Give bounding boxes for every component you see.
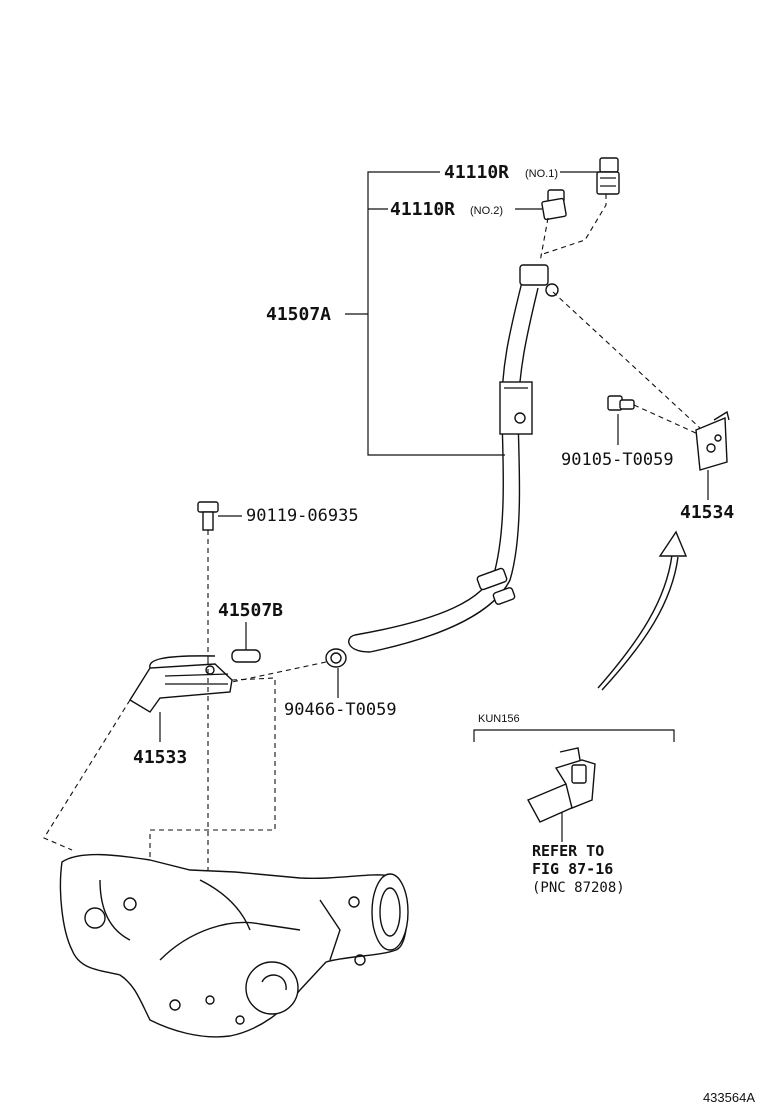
bolt-90105-illustration: [607, 395, 699, 445]
label-90119-06935: 90119-06935: [246, 506, 359, 526]
label-41110r-no1-suffix: (NO.1): [525, 168, 558, 180]
arrow-to-bracket: [597, 530, 688, 691]
variant-bracket-illustration: [527, 747, 596, 842]
clip-90466-illustration: [231, 648, 347, 698]
bracket-41533-illustration: [129, 655, 233, 742]
hose-no2-illustration: [539, 189, 567, 263]
variant-refer-line1: REFER TO: [532, 842, 604, 860]
transfer-case-illustration: [59, 853, 409, 1038]
variant-kun156: KUN156 REFER TO FIG 87-16 (PNC 87208): [473, 713, 675, 896]
label-41507a: 41507A: [266, 304, 331, 325]
hose-no1-illustration: [539, 157, 620, 256]
label-41110r-no1: 41110R: [444, 162, 509, 183]
label-90105-t0059: 90105-T0059: [561, 450, 674, 470]
label-41534: 41534: [680, 502, 734, 523]
illustration-id: 433564A: [703, 1090, 755, 1105]
bolt-90119-illustration: [197, 501, 242, 660]
label-41507b: 41507B: [218, 600, 283, 621]
label-41110r-no2: 41110R: [390, 199, 455, 220]
variant-refer-line2: FIG 87-16: [532, 860, 613, 878]
label-41110r-no2-suffix: (NO.2): [470, 205, 503, 217]
label-41533: 41533: [133, 747, 187, 768]
variant-refer-line3: (PNC 87208): [532, 880, 625, 896]
tube-41507a-illustration: [348, 264, 559, 653]
variant-model-code: KUN156: [478, 713, 520, 725]
tube-41507b-illustration: [231, 622, 261, 663]
callout-bracket-41507a: [345, 171, 600, 456]
label-90466-t0059: 90466-T0059: [284, 700, 397, 720]
bracket-41534-illustration: [552, 291, 730, 500]
